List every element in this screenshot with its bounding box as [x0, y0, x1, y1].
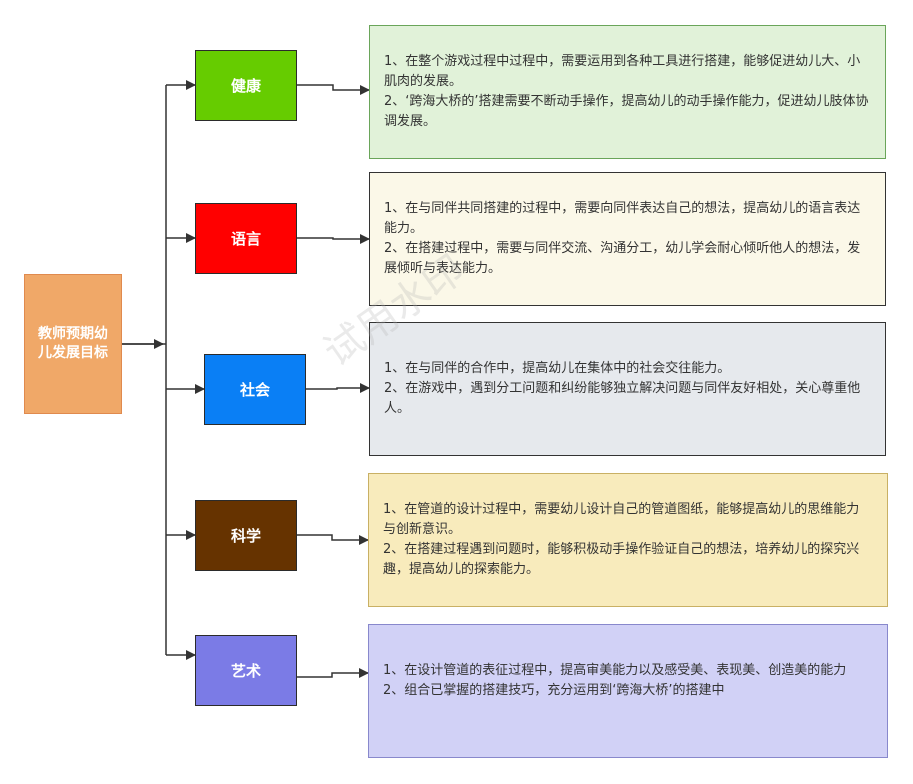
desc-science-line-2: 2、在搭建过程遇到问题时，能够积极动手操作验证自己的想法，培养幼儿的探究兴趣，提…: [383, 542, 860, 577]
desc-science-line-1: 1、在管道的设计过程中，需要幼儿设计自己的管道图纸，能够提高幼儿的思维能力与创新…: [383, 502, 860, 537]
root-node[interactable]: 教师预期幼儿发展目标: [24, 274, 122, 414]
node-science[interactable]: 科学: [195, 500, 297, 571]
node-health[interactable]: 健康: [195, 50, 297, 121]
desc-social-line-2: 2、在游戏中，遇到分工问题和纠纷能够独立解决问题与同伴友好相处，关心尊重他人。: [384, 381, 861, 416]
desc-language[interactable]: 1、在与同伴共同搭建的过程中，需要向同伴表达自己的想法，提高幼儿的语言表达能力。…: [369, 172, 886, 306]
link-art: [297, 668, 369, 678]
node-science-label: 科学: [230, 527, 261, 545]
desc-language-line-2: 2、在搭建过程中，需要与同伴交流、沟通分工，幼儿学会耐心倾听他人的想法，发展倾听…: [384, 241, 861, 276]
desc-art[interactable]: 1、在设计管道的表征过程中，提高审美能力以及感受美、表现美、创造美的能力 2、组…: [368, 624, 888, 758]
desc-social-line-1: 1、在与同伴的合作中，提高幼儿在集体中的社会交往能力。: [384, 361, 731, 376]
node-health-label: 健康: [230, 77, 261, 95]
link-science: [297, 534, 369, 545]
node-language[interactable]: 语言: [195, 203, 297, 274]
link-language: [297, 234, 370, 244]
desc-science[interactable]: 1、在管道的设计过程中，需要幼儿设计自己的管道图纸，能够提高幼儿的思维能力与创新…: [368, 473, 888, 607]
node-art-label: 艺术: [230, 662, 261, 680]
desc-health-line-2: 2、‘跨海大桥的’搭建需要不断动手操作，提高幼儿的动手操作能力，促进幼儿肢体协调…: [384, 94, 869, 129]
link-social: [306, 383, 370, 393]
desc-art-line-2: 2、组合已掌握的搭建技巧，充分运用到‘跨海大桥’的搭建中: [383, 683, 725, 698]
node-language-label: 语言: [230, 230, 261, 248]
desc-art-line-1: 1、在设计管道的表征过程中，提高审美能力以及感受美、表现美、创造美的能力: [383, 663, 847, 678]
desc-health-line-1: 1、在整个游戏过程中过程中，需要运用到各种工具进行搭建，能够促进幼儿大、小肌肉的…: [384, 54, 861, 89]
root-label: 教师预期幼儿发展目标: [38, 326, 108, 361]
desc-language-line-1: 1、在与同伴共同搭建的过程中，需要向同伴表达自己的想法，提高幼儿的语言表达能力。: [384, 201, 861, 236]
node-social[interactable]: 社会: [204, 354, 306, 425]
node-social-label: 社会: [239, 381, 270, 399]
desc-social[interactable]: 1、在与同伴的合作中，提高幼儿在集体中的社会交往能力。 2、在游戏中，遇到分工问…: [369, 322, 886, 456]
desc-health[interactable]: 1、在整个游戏过程中过程中，需要运用到各种工具进行搭建，能够促进幼儿大、小肌肉的…: [369, 25, 886, 159]
link-health: [297, 84, 370, 95]
node-art[interactable]: 艺术: [195, 635, 297, 706]
